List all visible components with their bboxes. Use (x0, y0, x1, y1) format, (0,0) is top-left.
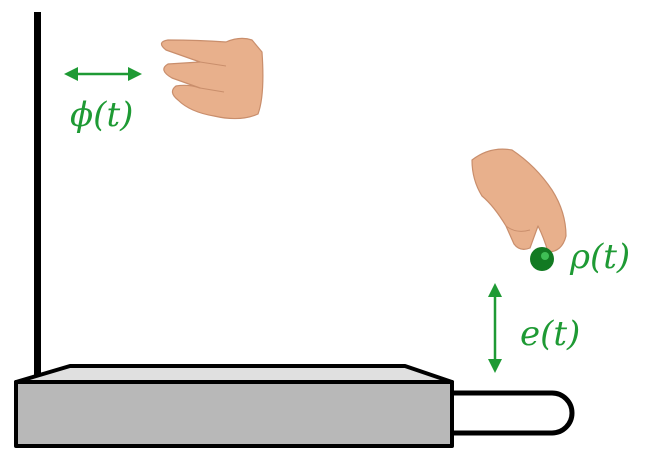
base-box-front (14, 380, 454, 448)
player-token (530, 247, 554, 271)
base-box-top (14, 364, 454, 384)
hand-pointing-icon (160, 37, 264, 120)
pitch-antenna (34, 12, 41, 387)
pitch-motion-arrow (64, 67, 142, 81)
pitch-label: ϕ(t) (70, 95, 133, 135)
volume-label: e(t) (520, 314, 580, 354)
player-token-highlight (541, 252, 549, 260)
volume-distance-arrow (488, 283, 502, 373)
volume-loop-cable (452, 390, 575, 436)
hand-pinching-icon (471, 148, 567, 253)
player-label: ρ(t) (569, 237, 630, 277)
